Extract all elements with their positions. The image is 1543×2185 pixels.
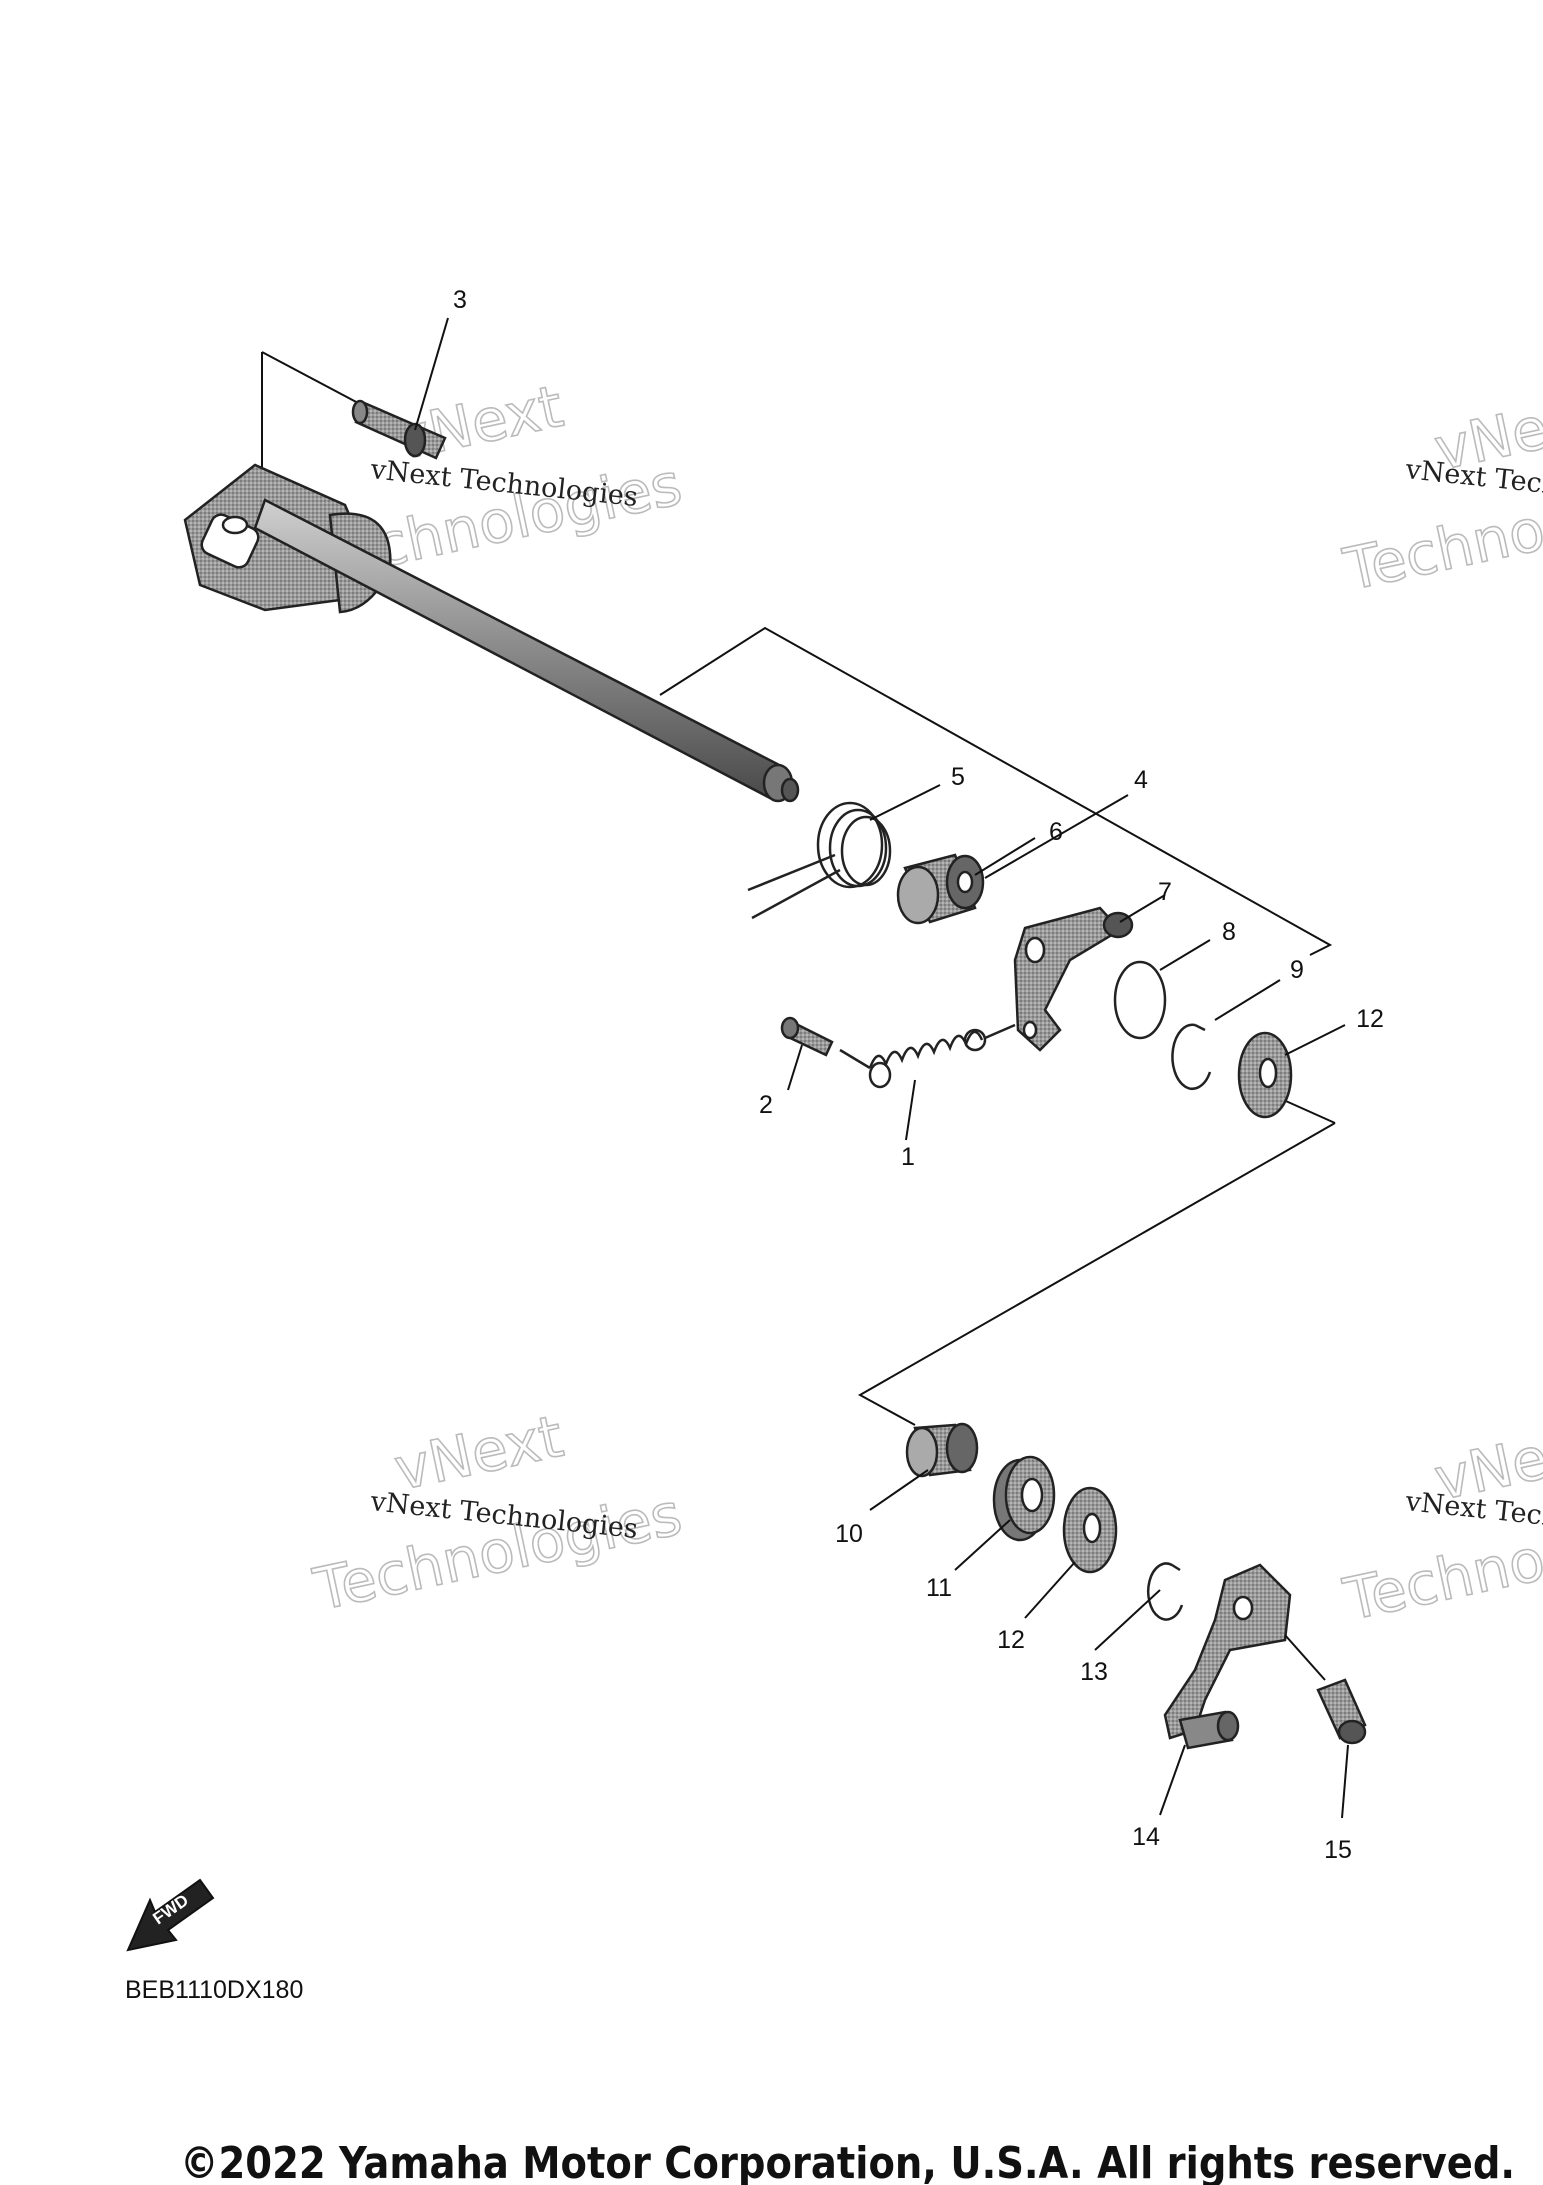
callout-13: 13 xyxy=(1080,1658,1108,1686)
callout-numbers: 1 2 3 4 5 6 7 8 9 12 10 11 12 13 14 15 xyxy=(453,286,1384,1864)
callout-leaders xyxy=(414,317,1349,1819)
callout-14: 14 xyxy=(1132,1823,1160,1851)
part-6-collar xyxy=(896,853,985,925)
part-9-circlip xyxy=(1171,1023,1212,1090)
callout-6: 6 xyxy=(1049,818,1063,846)
callout-7: 7 xyxy=(1158,878,1172,906)
callout-5: 5 xyxy=(951,763,965,791)
part-1-tension-spring xyxy=(839,1023,1016,1089)
part-8-o-ring xyxy=(1113,960,1167,1040)
callout-1: 1 xyxy=(901,1143,915,1171)
watermark-group-bottom-right: vNext Technologies vNext Technologies xyxy=(1337,1411,1543,1635)
shift-shaft-assembly xyxy=(183,463,800,803)
callout-8: 8 xyxy=(1222,918,1236,946)
part-10-bushing xyxy=(905,1422,979,1478)
watermark-group-bottom-left: vNext Technologies vNext Technologies xyxy=(307,1401,688,1625)
callout-4: 4 xyxy=(1134,766,1148,794)
callout-12-bottom: 12 xyxy=(997,1626,1025,1654)
watermark-group-top-right: vNext Technologies vNext Technologies xyxy=(1337,381,1543,605)
callout-10: 10 xyxy=(835,1520,863,1548)
watermark-big-top: vNext xyxy=(389,1402,569,1504)
part-12-washer-bottom xyxy=(1062,1486,1118,1574)
part-2-pin-bolt xyxy=(780,1016,834,1057)
diagram-code: BEB1110DX180 xyxy=(125,1976,303,2004)
part-13-circlip xyxy=(1146,1562,1184,1621)
callout-2: 2 xyxy=(759,1091,773,1119)
callout-3: 3 xyxy=(453,286,467,314)
copyright-notice: ©2022 Yamaha Motor Corporation, U.S.A. A… xyxy=(180,2138,1515,2185)
callout-15: 15 xyxy=(1324,1836,1352,1864)
part-5-torsion-spring xyxy=(747,801,892,920)
callout-9: 9 xyxy=(1290,956,1304,984)
part-11-oil-seal xyxy=(992,1455,1056,1542)
part-14-shift-arm xyxy=(1163,1563,1292,1750)
fwd-arrow-icon: FWD xyxy=(126,1878,215,1952)
callout-12-top: 12 xyxy=(1356,1005,1384,1033)
part-3-stopper-bolt xyxy=(351,399,447,460)
callout-11: 11 xyxy=(926,1574,952,1602)
part-7-shift-lever xyxy=(1013,906,1134,1052)
part-15-pinch-bolt xyxy=(1284,1634,1367,1745)
assembly-frame-lines xyxy=(261,351,1336,1426)
part-12-washer-top xyxy=(1237,1031,1293,1119)
